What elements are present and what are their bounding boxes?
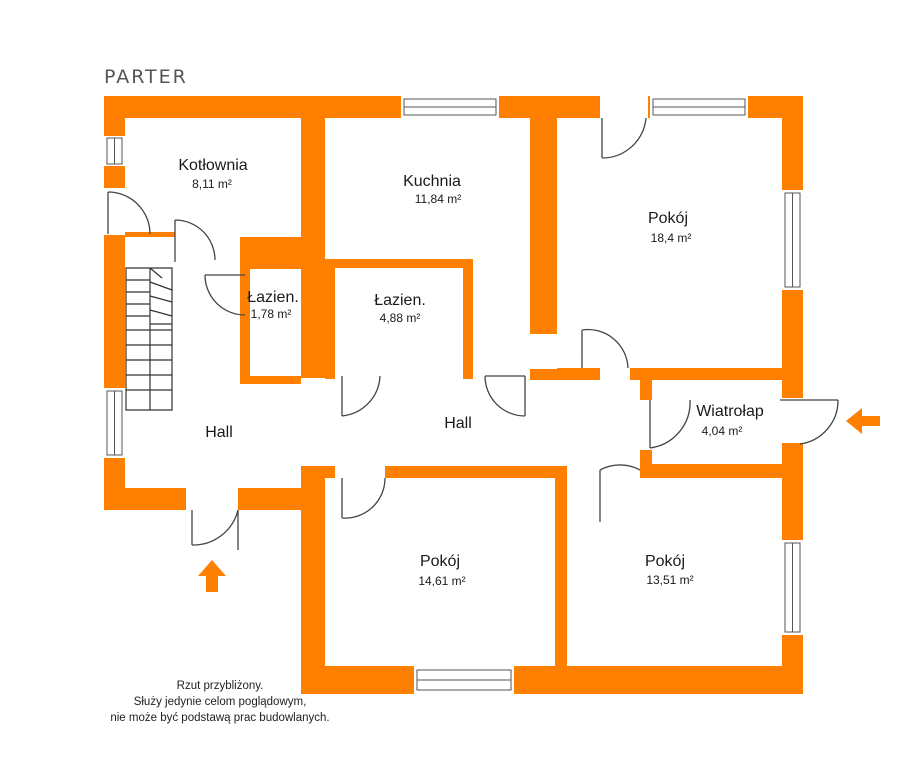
door-swing	[341, 477, 386, 519]
door-swing	[107, 191, 151, 235]
door-swing	[599, 464, 641, 522]
room-area-lazienka-small: 1,78 m²	[251, 307, 292, 321]
wall	[104, 96, 305, 118]
window	[784, 192, 801, 288]
room-name-lazienka-big: Łazien.	[374, 292, 426, 309]
windows	[106, 98, 801, 691]
wall	[305, 666, 803, 694]
opening	[782, 398, 803, 443]
door-swing	[601, 117, 647, 159]
room-area-pokoj-sw: 14,61 m²	[418, 574, 465, 588]
room-name-kotlownia: Kotłownia	[178, 157, 247, 174]
window	[416, 669, 512, 691]
wall	[240, 237, 301, 269]
room-name-pokoj-ne: Pokój	[648, 210, 688, 227]
room-area-lazienka-big: 4,88 m²	[380, 311, 421, 325]
room-area-kotlownia: 8,11 m²	[192, 177, 232, 191]
door-swing	[649, 399, 691, 449]
opening	[335, 466, 385, 478]
wall	[125, 232, 175, 237]
room-area-kuchnia: 11,84 m²	[415, 192, 461, 206]
room-labels: Kotłownia 8,11 m² Kuchnia 11,84 m² Pokój…	[178, 157, 764, 588]
room-area-wiatrolap: 4,04 m²	[702, 424, 743, 438]
opening	[530, 334, 557, 369]
door-swing	[581, 328, 629, 369]
entrance-arrows	[198, 408, 880, 592]
wall	[240, 262, 250, 382]
wall	[630, 368, 782, 380]
wall	[555, 466, 567, 666]
wall	[530, 368, 600, 380]
doors	[107, 117, 839, 550]
room-name-lazienka-small: Łazien.	[247, 289, 299, 306]
room-name-kuchnia: Kuchnia	[403, 173, 461, 190]
door-swing	[204, 274, 246, 316]
disclaimer-note: Rzut przybliżony. Służy jedynie celom po…	[40, 678, 400, 726]
wall	[325, 259, 335, 379]
room-area-pokoj-se: 13,51 m²	[646, 573, 693, 587]
opening	[640, 400, 652, 450]
door-swing	[191, 509, 239, 550]
door-swing	[341, 375, 381, 417]
opening	[600, 96, 648, 118]
stairs	[125, 267, 173, 411]
wall	[325, 259, 473, 268]
room-name-wiatrolap: Wiatrołap	[696, 403, 764, 420]
room-name-pokoj-se: Pokój	[645, 553, 685, 570]
window	[106, 137, 123, 165]
wall	[652, 464, 782, 478]
opening	[567, 466, 617, 478]
door-swing	[174, 219, 216, 262]
room-area-pokoj-ne: 18,4 m²	[651, 231, 692, 245]
room-name-pokoj-sw: Pokój	[420, 553, 460, 570]
disclaimer-line: Służy jedynie celom poglądowym,	[133, 696, 307, 708]
room-name-hall-west: Hall	[205, 424, 233, 441]
room-name-hall-center: Hall	[444, 415, 472, 432]
entrance-arrow-up-icon	[198, 560, 226, 592]
plan-title: PARTER	[104, 66, 188, 88]
window	[403, 98, 497, 116]
opening	[186, 488, 238, 510]
entrance-arrow-left-icon	[846, 408, 880, 434]
window	[784, 542, 801, 633]
door-swing	[780, 399, 839, 445]
disclaimer-line: Rzut przybliżony.	[176, 680, 264, 692]
door-swing	[484, 375, 526, 417]
window	[106, 390, 123, 456]
opening	[175, 232, 240, 237]
wall	[240, 376, 301, 384]
opening	[104, 188, 125, 235]
wall	[463, 259, 473, 379]
disclaimer-line: nie może być podstawą prac budowlanych.	[110, 712, 330, 724]
opening	[301, 378, 325, 466]
window	[652, 98, 746, 116]
